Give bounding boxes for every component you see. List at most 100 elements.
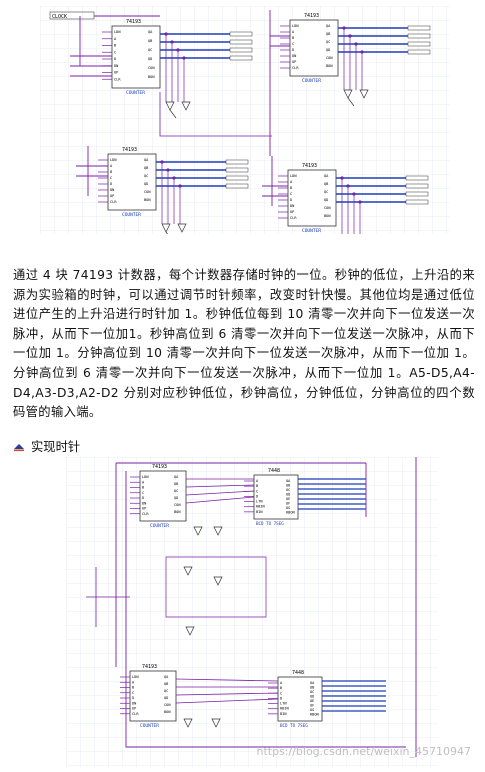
pin-label: CLR (110, 200, 117, 204)
pin-label: D (110, 182, 112, 186)
pin-label: QB (148, 39, 152, 43)
pin-label: B (142, 486, 144, 490)
pin-label: QC (324, 190, 328, 194)
pin-label: OA (286, 479, 291, 483)
pin-label: DN (132, 701, 136, 705)
pin-label: QD (144, 182, 148, 186)
pin-label: BIN (280, 712, 287, 716)
pin-label: BON (144, 198, 151, 202)
pin-label: B (256, 484, 258, 488)
watermark-text: https://blog.csdn.net/weixin_45710947 (256, 745, 471, 758)
schematic-wires-top: LDNABCDDNUPCLRQAQBQCQDCONBONLDNABCDDNUPC… (70, 10, 431, 234)
pin-label: QC (148, 48, 152, 52)
pin-label: QD (148, 57, 152, 61)
pin-label: CLR (290, 216, 297, 220)
hour-chip-2-label: 74193 (142, 664, 157, 670)
pin-label: C (132, 691, 134, 695)
counter-chip-1: 74193 COUNTER (111, 19, 161, 96)
pin-label: QB (174, 482, 178, 486)
pin-label: OE (310, 699, 314, 703)
pin-label: A (292, 30, 295, 34)
schematic-canvas-top: CLOCK 74193 COUNTER 74193 COUNTER 74193 … (40, 6, 450, 234)
pin-label: QB (144, 166, 148, 170)
pin-label: CON (148, 66, 155, 70)
pin-label: OB (286, 484, 290, 488)
pin-label: D (280, 696, 282, 700)
pin-label: DN (290, 204, 294, 208)
pin-label: RBON (310, 713, 319, 717)
pin-label: OG (310, 708, 314, 712)
counter-schematic-hours: 74193 COUNTER 7448 BCD TO 7SEG 74193 COU… (66, 457, 438, 767)
pin-label: D (132, 696, 134, 700)
pin-label: QA (148, 30, 153, 34)
chip-4-label: 74193 (302, 163, 317, 169)
decoder-1-label: 7448 (268, 468, 280, 474)
pin-label: DN (142, 501, 146, 505)
pin-label: UP (292, 60, 296, 64)
pin-label: OG (286, 506, 290, 510)
pin-label: B (292, 36, 294, 40)
pin-label: DN (114, 64, 118, 68)
pin-label: A (110, 164, 113, 168)
clock-label: CLOCK (52, 14, 67, 20)
clock-input-box (49, 11, 95, 20)
chip-4-footer: COUNTER (302, 228, 321, 234)
pin-label: BON (324, 214, 331, 218)
pin-label: BON (174, 510, 181, 514)
schematic-wires-bottom: LDNABCDDNUPCLRQAQBQCQDCONBONLDNABCDDNUPC… (86, 457, 417, 757)
counter-schematic-seconds-minutes: CLOCK 74193 COUNTER 74193 COUNTER 74193 … (40, 6, 450, 234)
pin-label: BON (326, 64, 333, 68)
pin-label: B (280, 686, 282, 690)
pin-label: LDN (290, 174, 297, 178)
pin-label: C (110, 176, 112, 180)
pin-label: OF (286, 502, 290, 506)
pin-label: C (292, 42, 294, 46)
pin-label: QB (164, 682, 168, 686)
counter-chip-2: 74193 COUNTER (289, 13, 339, 84)
pin-label: CLR (292, 66, 299, 70)
pin-label: OB (310, 686, 314, 690)
pin-label: LTN (256, 500, 263, 504)
pin-label: QA (174, 475, 179, 479)
pin-label: QB (324, 182, 328, 186)
decoder-chip-2: 7448 BCD TO 7SEG (277, 670, 323, 728)
pin-label: CLR (142, 512, 149, 516)
pin-label: A (256, 479, 259, 483)
pin-label: OF (310, 704, 314, 708)
pin-label: QA (164, 675, 169, 679)
pin-label: QD (174, 496, 178, 500)
chip-3-label: 74193 (122, 147, 137, 153)
pin-label: CON (326, 56, 333, 60)
counter-chip-3: 74193 COUNTER (107, 147, 157, 218)
pin-label: OA (310, 681, 315, 685)
chip-2-label: 74193 (304, 13, 319, 19)
hour-chip-2-footer: COUNTER (140, 723, 159, 729)
pin-label: UP (142, 507, 146, 511)
hour-counter-chip-2: 74193 COUNTER (129, 664, 177, 729)
pin-label: OC (310, 690, 314, 694)
pin-label: A (142, 480, 145, 484)
counter-chip-4: 74193 COUNTER (287, 163, 337, 234)
pin-label: LDN (110, 158, 117, 162)
pin-label: DN (110, 188, 114, 192)
pin-label: UP (114, 71, 118, 75)
description-paragraph: 通过 4 块 74193 计数器，每个计数器存储时钟的一位。秒钟的低位，上升沿的… (13, 268, 475, 420)
pin-label: B (114, 44, 116, 48)
pin-label: C (280, 691, 282, 695)
pin-label: QD (164, 696, 168, 700)
pin-label: OE (286, 497, 290, 501)
pin-label: C (114, 50, 116, 54)
pin-label: CON (164, 703, 171, 707)
pin-label: QC (326, 40, 330, 44)
decoder-2-footer: BCD TO 7SEG (280, 723, 308, 728)
pin-label: OC (286, 488, 290, 492)
hour-chip-1-footer: COUNTER (150, 523, 169, 529)
pin-label: CON (144, 190, 151, 194)
pin-label: CON (174, 503, 181, 507)
pin-label: D (256, 494, 258, 498)
pin-label: UP (132, 707, 136, 711)
pin-label: A (280, 681, 283, 685)
pin-label: BIN (256, 510, 263, 514)
pin-label: QC (144, 174, 148, 178)
